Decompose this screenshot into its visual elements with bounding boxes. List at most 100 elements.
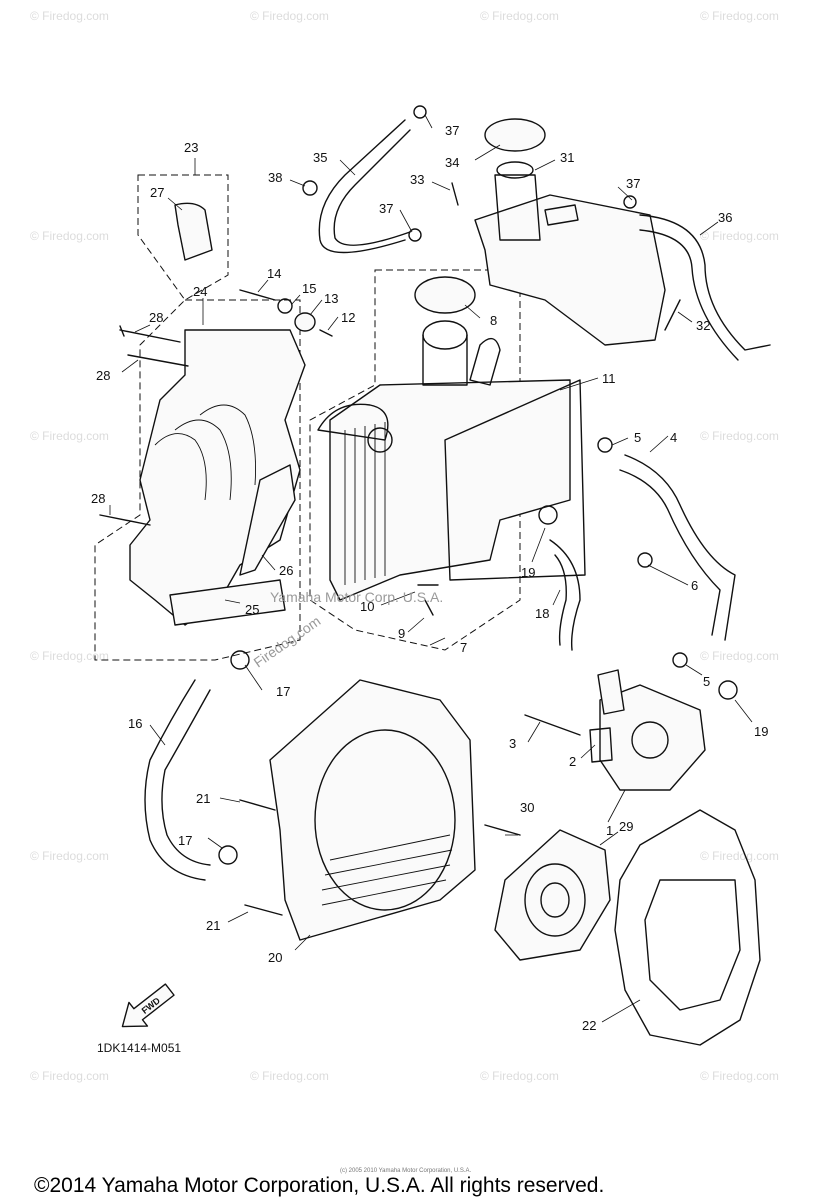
leader-12	[327, 316, 339, 331]
bolt-3	[524, 714, 581, 736]
leader-3	[527, 721, 541, 743]
callout-32: 32	[696, 318, 710, 333]
callout-24: 24	[193, 284, 207, 299]
leader-9	[407, 617, 425, 633]
collar-12	[319, 329, 333, 337]
fan-shroud-20	[269, 679, 476, 941]
callout-28-top: 28	[149, 310, 163, 325]
cooling-fan-29	[494, 829, 611, 961]
radiator-inlet-pipe	[367, 427, 393, 453]
leader-37-mid	[399, 209, 413, 233]
callout-21-lower: 21	[206, 918, 220, 933]
leader-25	[224, 599, 241, 604]
leader-37-right	[617, 186, 633, 201]
bolt-30	[484, 824, 521, 836]
leader-1	[607, 789, 626, 823]
leader-5-upper	[611, 437, 629, 446]
leader-31	[534, 159, 556, 171]
callout-37-mid: 37	[379, 201, 393, 216]
clip-38	[302, 180, 318, 196]
callout-23: 23	[184, 140, 198, 155]
bolt-28-top	[119, 325, 181, 343]
watermark: © Firedog.com	[250, 1069, 329, 1083]
reservoir-tank	[474, 118, 666, 346]
fan-shroud	[239, 679, 476, 941]
leader-17-upper	[244, 664, 263, 691]
callout-25: 25	[245, 602, 259, 617]
leader-22	[601, 999, 641, 1023]
leader-lines	[109, 114, 753, 1023]
callout-36: 36	[718, 210, 732, 225]
water-pump-housing-1	[599, 684, 706, 791]
overlay-site-text: Firedog.com	[251, 613, 324, 671]
hose-clamps	[218, 105, 738, 865]
callout-37-right: 37	[626, 176, 640, 191]
callout-12: 12	[341, 310, 355, 325]
callout-37-top: 37	[445, 123, 459, 138]
callout-29: 29	[619, 819, 633, 834]
leader-35	[339, 159, 356, 176]
callout-28-mid: 28	[96, 368, 110, 383]
leader-28-top	[134, 324, 151, 333]
watermark: © Firedog.com	[30, 649, 109, 663]
callout-26: 26	[279, 563, 293, 578]
reservoir-filler-neck	[494, 174, 541, 241]
bolt-28-mid	[127, 354, 189, 367]
callout-22: 22	[582, 1018, 596, 1033]
pump-bracket-2	[589, 727, 613, 763]
filler-neck-ring	[422, 320, 468, 350]
radiator-upper-tank	[317, 403, 389, 441]
watermark: © Firedog.com	[250, 9, 329, 23]
leader-19-lower	[734, 699, 753, 723]
leader-15	[291, 294, 301, 305]
clamp-17-upper	[230, 650, 250, 670]
callout-7: 7	[460, 640, 467, 655]
shroud-louvers	[154, 404, 256, 501]
radiator-seal-11	[444, 379, 586, 581]
hose-18	[549, 539, 581, 651]
guard-26	[239, 464, 296, 576]
watermark: © Firedog.com	[30, 229, 109, 243]
leader-18	[552, 589, 561, 606]
collar-15	[277, 298, 293, 314]
leader-8	[464, 304, 481, 319]
callout-1: 1	[606, 823, 613, 838]
watermark: © Firedog.com	[700, 9, 779, 23]
leader-11	[559, 377, 599, 391]
callout-13: 13	[324, 291, 338, 306]
bolt-21-lower	[244, 904, 283, 916]
reservoir-nipple	[544, 204, 579, 226]
callout-27: 27	[150, 185, 164, 200]
filler-neck-bracket	[469, 337, 501, 386]
guard-25	[169, 579, 286, 626]
radiator-fins	[344, 422, 386, 585]
callout-19-upper: 19	[521, 565, 535, 580]
clamp-17-lower	[218, 845, 238, 865]
callout-6: 6	[691, 578, 698, 593]
group-23-outline	[137, 174, 229, 301]
fasteners-left	[99, 289, 333, 526]
leader-33	[431, 181, 451, 191]
watermark: © Firedog.com	[700, 849, 779, 863]
clamp-19-upper	[538, 505, 558, 525]
callout-28-low: 28	[91, 491, 105, 506]
leader-21-lower	[227, 911, 249, 923]
filler-neck	[422, 334, 468, 386]
bolt-14	[239, 289, 276, 301]
gasket-22	[614, 809, 761, 1046]
watermark: © Firedog.com	[700, 1069, 779, 1083]
bolt-21-upper	[239, 799, 276, 811]
callout-30: 30	[520, 800, 534, 815]
callout-34: 34	[445, 155, 459, 170]
callout-10: 10	[360, 599, 374, 614]
leader-28-mid	[121, 359, 139, 373]
gasket-22-inner	[644, 879, 741, 1011]
leader-6	[647, 564, 689, 586]
watermark: © Firedog.com	[700, 229, 779, 243]
callout-16: 16	[128, 716, 142, 731]
watermark: © Firedog.com	[480, 9, 559, 23]
watermark: © Firedog.com	[30, 1069, 109, 1083]
water-pump	[524, 669, 706, 791]
callout-18: 18	[535, 606, 549, 621]
watermark: © Firedog.com	[480, 1069, 559, 1083]
